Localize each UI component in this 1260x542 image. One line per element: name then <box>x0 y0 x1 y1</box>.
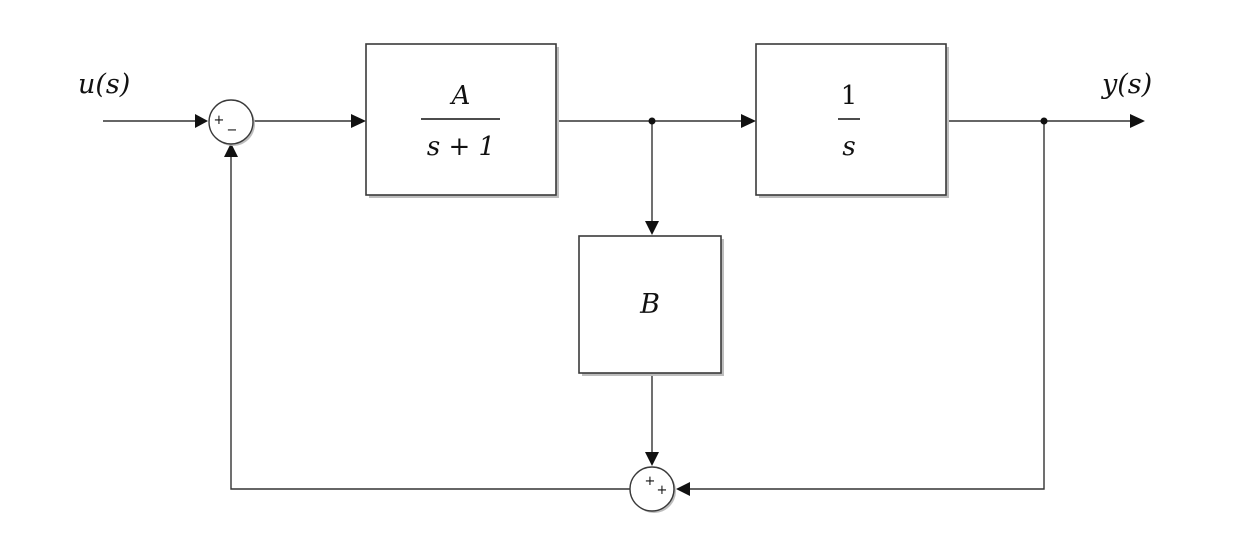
block-1-numerator: A <box>450 81 471 111</box>
arrow-into-sum1-bottom <box>224 143 238 157</box>
sum-1-sign-left: + <box>214 113 225 128</box>
arrow-into-sum2-right <box>676 482 690 496</box>
arrow-into-sum1 <box>195 114 208 128</box>
junction-dot-block1-output <box>648 117 656 125</box>
summing-junction-1: + − <box>208 99 255 146</box>
arrow-into-block2 <box>741 114 756 128</box>
summing-junction-2: + + <box>629 466 676 513</box>
block-2-denominator: s <box>842 132 855 162</box>
wire-output-feedback <box>689 121 1045 490</box>
sum-2-sign-top: + <box>645 474 656 489</box>
arrow-into-block1 <box>351 114 366 128</box>
arrow-into-block3 <box>645 221 659 235</box>
junction-dot-output <box>1040 117 1048 125</box>
block-1-denominator: s + 1 <box>427 132 495 162</box>
sum-1-sign-bottom: − <box>227 123 238 138</box>
output-signal-label: y(s) <box>1101 69 1152 100</box>
block-3-label: B <box>639 289 660 320</box>
input-signal-label: u(s) <box>78 69 130 100</box>
arrow-into-sum2-top <box>645 452 659 466</box>
sum-2-sign-right: + <box>657 483 668 498</box>
block-1: A s + 1 <box>365 43 559 198</box>
wire-sum2-to-sum1 <box>230 154 630 490</box>
block-2-numerator: 1 <box>841 81 858 111</box>
arrow-output <box>1130 114 1145 128</box>
block-2: 1 s <box>755 43 949 198</box>
block-3: B <box>578 235 724 376</box>
